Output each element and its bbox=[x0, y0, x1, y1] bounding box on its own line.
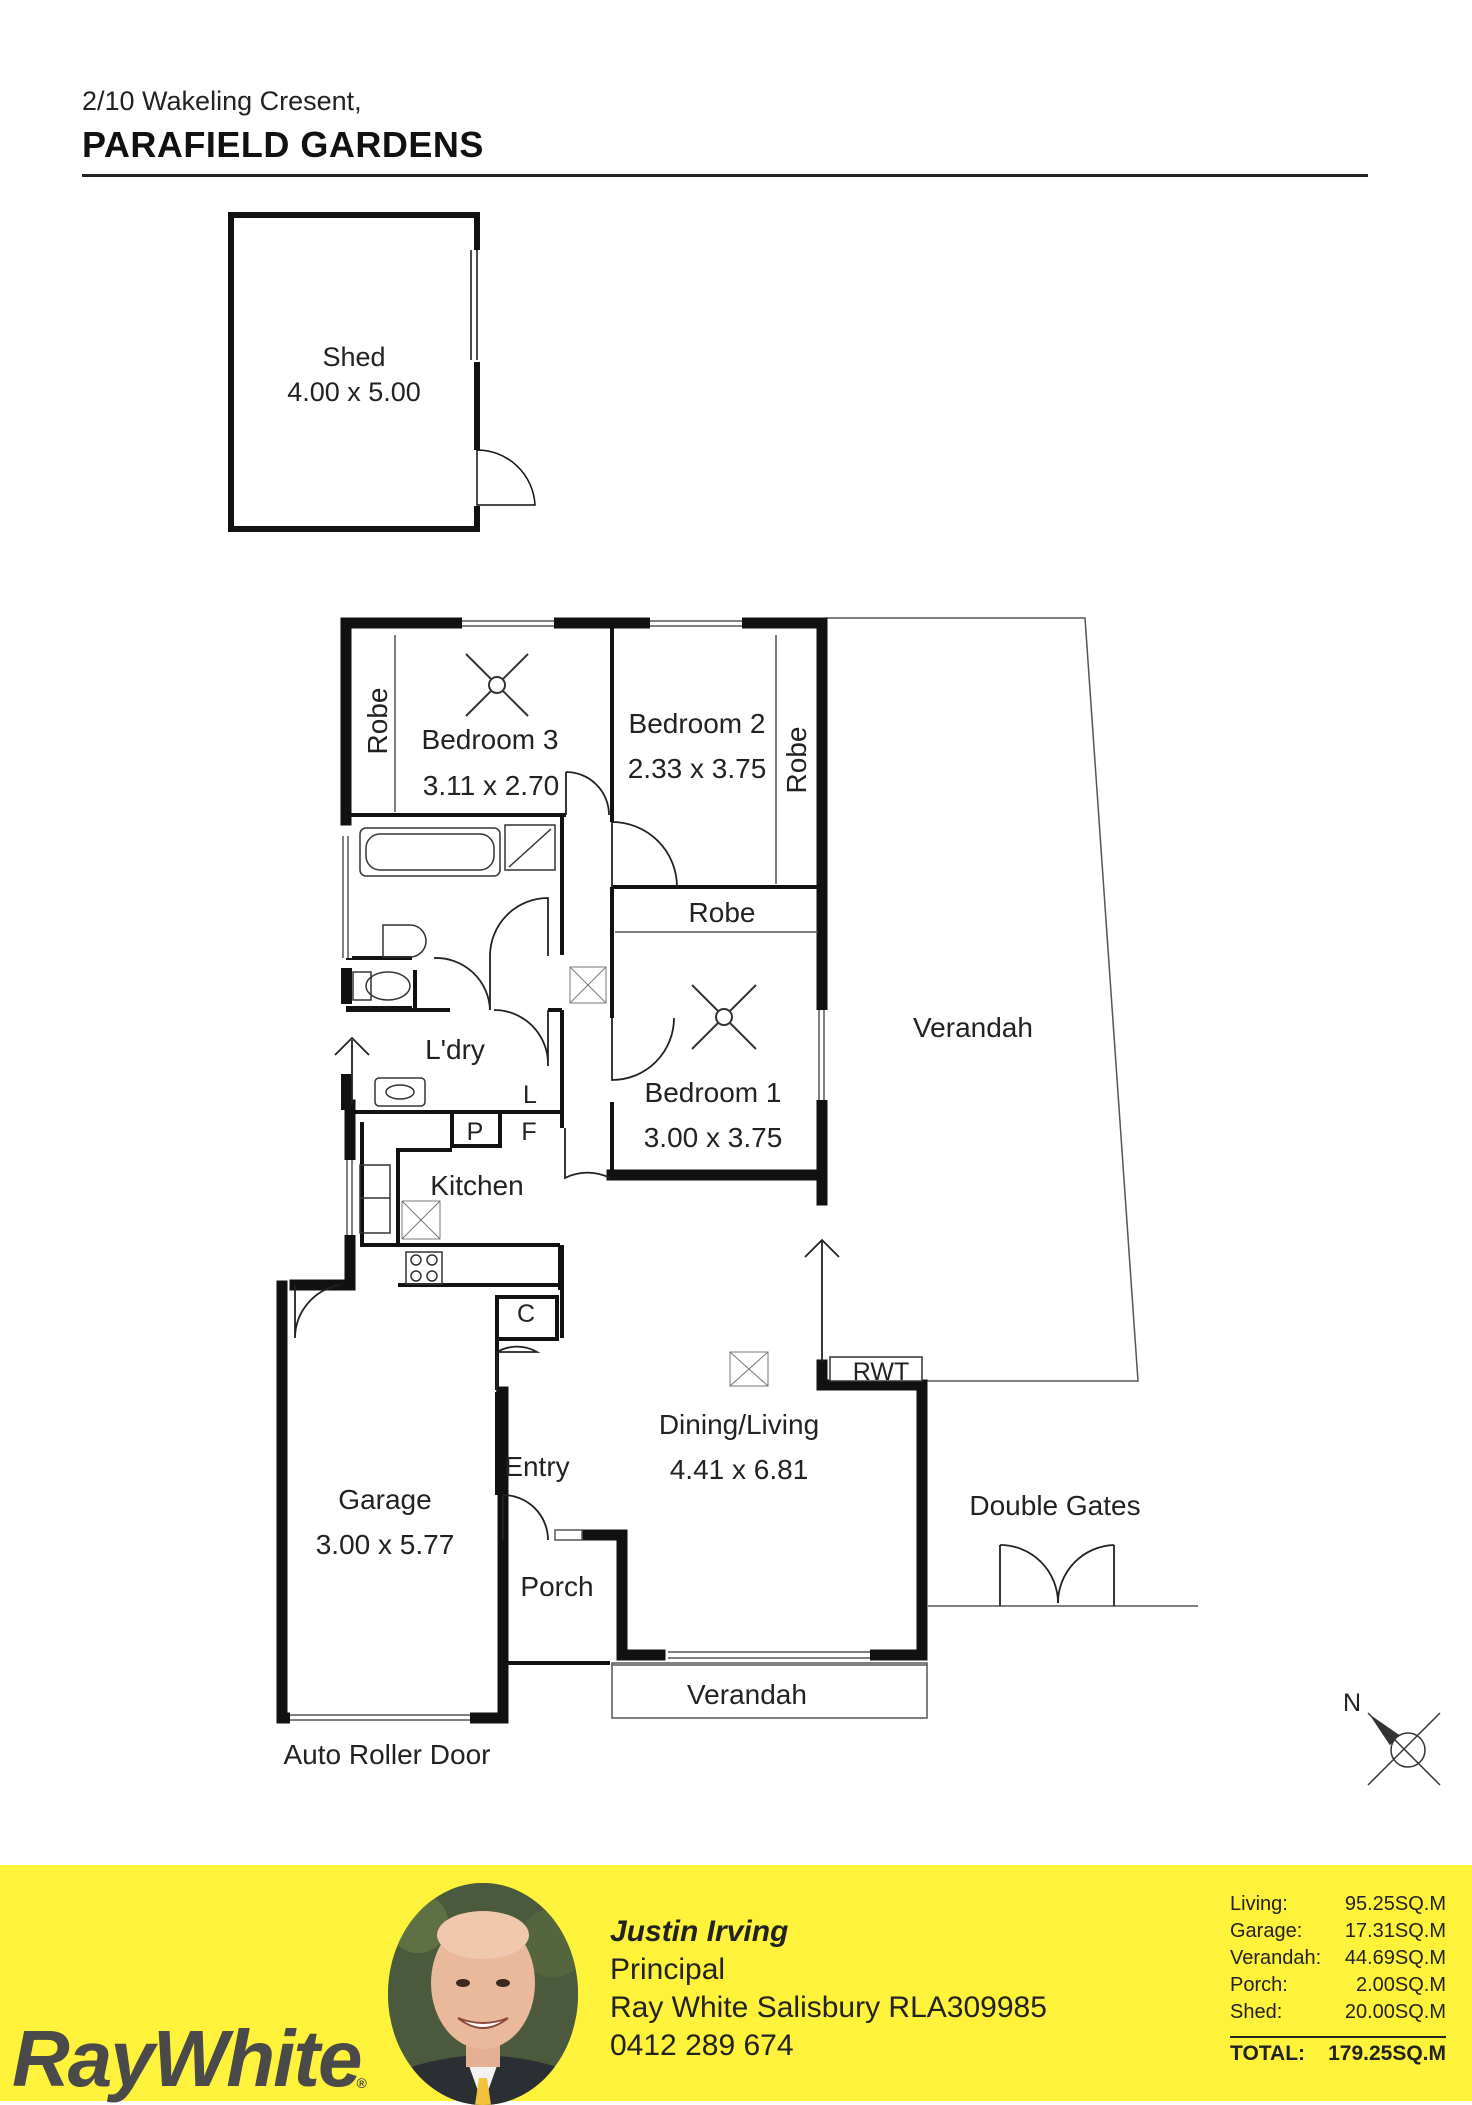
bathroom-fixtures bbox=[352, 824, 556, 1285]
windows bbox=[290, 617, 870, 1724]
area-row-shed: Shed: 20.00SQ.M bbox=[1230, 2001, 1446, 2028]
compass-icon bbox=[1367, 1712, 1441, 1786]
agent-title: Principal bbox=[610, 1953, 726, 1986]
laundry-label: L'dry bbox=[425, 1034, 485, 1065]
double-gates-label: Double Gates bbox=[969, 1490, 1140, 1521]
property-suburb: PARAFIELD GARDENS bbox=[82, 124, 484, 165]
area-value: 95.25SQ.M bbox=[1344, 1893, 1446, 1915]
room-labels: Bedroom 3 3.11 x 2.70 Bedroom 2 2.33 x 3… bbox=[284, 688, 1141, 1770]
porch-label: Porch bbox=[520, 1571, 593, 1602]
verandah-outline bbox=[505, 617, 1198, 1719]
agent-footer: RayWhite® Justin Irving Principal Ray Wh… bbox=[0, 1865, 1472, 2105]
agent-photo bbox=[388, 1883, 578, 2105]
rainwater-tank bbox=[829, 1356, 923, 1382]
area-label: Porch: bbox=[1230, 1974, 1288, 1996]
property-address: 2/10 Wakeling Cresent, bbox=[82, 86, 362, 116]
fridge-label: F bbox=[521, 1118, 536, 1146]
garage-size: 3.00 x 5.77 bbox=[316, 1529, 455, 1560]
total-label: TOTAL: bbox=[1230, 2042, 1306, 2065]
agent-phone[interactable]: 0412 289 674 bbox=[610, 2029, 794, 2062]
bedroom3-size: 3.11 x 2.70 bbox=[423, 770, 559, 801]
skylight-icon bbox=[401, 966, 769, 1387]
front-verandah-label: Verandah bbox=[687, 1679, 807, 1710]
shed-size: 4.00 x 5.00 bbox=[287, 377, 421, 407]
area-row-garage: Garage: 17.31SQ.M bbox=[1230, 1920, 1446, 1947]
area-summary: Living: 95.25SQ.M Garage: 17.31SQ.M Vera… bbox=[1230, 1893, 1446, 2066]
area-row-porch: Porch: 2.00SQ.M bbox=[1230, 1974, 1446, 2001]
bedroom2-size: 2.33 x 3.75 bbox=[628, 753, 767, 784]
robe-bedroom3-label: Robe bbox=[362, 688, 393, 755]
doors bbox=[294, 771, 678, 1541]
cupboard-label: C bbox=[517, 1300, 535, 1328]
bedroom1-size: 3.00 x 3.75 bbox=[644, 1122, 783, 1153]
laundry-l-label: L bbox=[523, 1081, 537, 1109]
ceiling-fan-icon bbox=[465, 653, 757, 1050]
garage-name: Garage bbox=[338, 1484, 431, 1515]
pantry-label: P bbox=[467, 1118, 484, 1146]
roller-door-label: Auto Roller Door bbox=[284, 1739, 491, 1770]
raywhite-logo: RayWhite® bbox=[12, 2013, 369, 2105]
entry-label: Entry bbox=[504, 1451, 569, 1482]
robe-lines bbox=[394, 635, 818, 933]
agent-office: Ray White Salisbury RLA309985 bbox=[610, 1991, 1047, 2024]
agent-name: Justin Irving bbox=[610, 1915, 789, 1948]
shed-name: Shed bbox=[322, 342, 385, 372]
bedroom2-name: Bedroom 2 bbox=[629, 708, 766, 739]
area-label: Shed: bbox=[1230, 2001, 1283, 2023]
registered-mark: ® bbox=[356, 2075, 367, 2091]
area-value: 20.00SQ.M bbox=[1344, 2001, 1446, 2023]
area-label: Garage: bbox=[1230, 1920, 1303, 1942]
kitchen-label: Kitchen bbox=[430, 1170, 523, 1201]
total-value: 179.25SQ.M bbox=[1328, 2042, 1446, 2065]
interior-walls bbox=[346, 623, 822, 1668]
area-value: 2.00SQ.M bbox=[1355, 1974, 1446, 1996]
compass-north-label: N bbox=[1343, 1689, 1361, 1717]
area-row-living: Living: 95.25SQ.M bbox=[1230, 1893, 1446, 1920]
agent-details: Justin Irving Principal Ray White Salisb… bbox=[610, 1913, 1047, 2065]
dining-name: Dining/Living bbox=[659, 1409, 819, 1440]
bedroom3-name: Bedroom 3 bbox=[422, 724, 559, 755]
floor-plan: Shed 4.00 x 5.00 bbox=[228, 212, 1441, 1786]
header-divider bbox=[82, 174, 1368, 177]
area-total-row: TOTAL: 179.25SQ.M bbox=[1230, 2036, 1446, 2066]
rwt-label: RWT bbox=[853, 1358, 909, 1386]
shed bbox=[228, 212, 536, 532]
double-gates bbox=[999, 1544, 1115, 1606]
dining-size: 4.41 x 6.81 bbox=[670, 1454, 809, 1485]
robe-bedroom2-label: Robe bbox=[781, 727, 812, 794]
arrow-icon bbox=[334, 1036, 840, 1362]
robe-bedroom1-label: Robe bbox=[689, 897, 756, 928]
area-value: 44.69SQ.M bbox=[1344, 1947, 1446, 1969]
logo-text: RayWhite bbox=[12, 2014, 362, 2103]
area-row-verandah: Verandah: 44.69SQ.M bbox=[1230, 1947, 1446, 1974]
area-label: Verandah: bbox=[1230, 1947, 1322, 1969]
area-label: Living: bbox=[1230, 1893, 1288, 1915]
area-value: 17.31SQ.M bbox=[1344, 1920, 1446, 1942]
avatar bbox=[388, 1883, 578, 2105]
bedroom1-name: Bedroom 1 bbox=[645, 1077, 782, 1108]
verandah-label: Verandah bbox=[913, 1012, 1033, 1043]
